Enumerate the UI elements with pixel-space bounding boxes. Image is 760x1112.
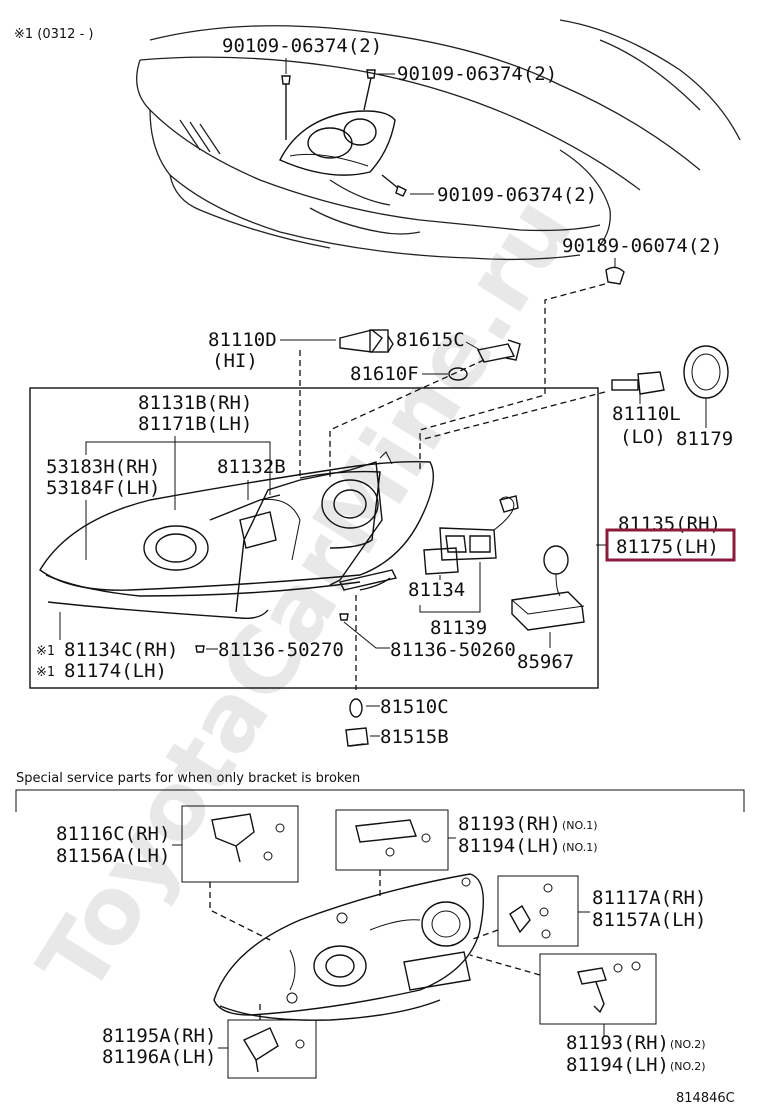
label-part-967: 85967: [517, 651, 574, 673]
label-side-lh: 81175(LH): [616, 536, 719, 558]
screw-icon: [195, 613, 349, 653]
label-screw-a: 90109-06374(2): [222, 35, 382, 57]
label-b193b-rh: 81193(RH): [566, 1032, 669, 1054]
label-no1-b: (NO.1): [562, 841, 598, 854]
bracket-icon: [211, 813, 285, 863]
bracket-icon: [242, 1027, 305, 1073]
part-box-193: [335, 809, 449, 871]
label-part-134: 81134: [408, 579, 465, 601]
socket-icon: [476, 339, 521, 363]
watermark: ToyotaCarMine.ru: [18, 179, 593, 1011]
label-no2-a: (NO.2): [670, 1038, 706, 1051]
label-screw-c: 90109-06374(2): [437, 184, 597, 206]
car-front-illustration: [136, 19, 741, 261]
lamp-housing-icon: [423, 495, 519, 575]
label-socket-515: 81515B: [380, 726, 449, 748]
label-b156-lh: 81156A(LH): [56, 845, 170, 867]
label-part-139: 81139: [430, 617, 487, 639]
label-bulb-f: 81610F: [350, 363, 419, 385]
label-bulb-lo: 81110L: [612, 403, 681, 425]
bracket-icon: [577, 961, 641, 1014]
label-lens: 81132B: [217, 456, 286, 478]
ballast-icon: [511, 545, 585, 631]
service-section-bracket: [15, 789, 745, 812]
label-cover-rh: 81134C(RH): [64, 639, 178, 661]
bulb-lo-icon: [611, 371, 665, 395]
screw-icon: [281, 69, 625, 285]
label-cap: 81179: [676, 428, 733, 450]
label-screw-260: 81136-50260: [390, 639, 516, 661]
label-bulb-lo-note: (LO): [620, 426, 666, 448]
label-screw-270: 81136-50270: [218, 639, 344, 661]
label-unit-rh: 81131B(RH): [138, 392, 252, 414]
bulb-small-icon: [448, 367, 468, 381]
header-note: ※1 (0312 - ): [14, 27, 93, 42]
label-no1-a: (NO.1): [562, 819, 598, 832]
label-no2-b: (NO.2): [670, 1060, 706, 1073]
socket-515-icon: [345, 727, 369, 747]
label-unit-lh: 81171B(LH): [138, 413, 252, 435]
label-cover-mark-2: ※1: [36, 665, 55, 680]
part-box-116: [181, 805, 299, 883]
bulb-hi-icon: [339, 329, 394, 353]
label-b193-rh: 81193(RH): [458, 813, 561, 835]
label-side-rh: 81135(RH): [618, 513, 721, 535]
label-bulb-hi-note: (HI): [212, 350, 258, 372]
label-clip: 90189-06074(2): [562, 235, 722, 257]
bracket-icon: [509, 883, 553, 939]
highlight-box: [605, 528, 736, 562]
label-cover-mark-1: ※1: [36, 644, 55, 659]
part-box-193b: [539, 953, 657, 1025]
label-bracket-rh: 53183H(RH): [46, 456, 160, 478]
label-b157-lh: 81157A(LH): [592, 909, 706, 931]
part-box-195: [227, 1019, 317, 1079]
service-headlamp-illustration: [213, 873, 485, 1021]
bulb-510-icon: [349, 698, 363, 718]
label-b196-lh: 81196A(LH): [102, 1046, 216, 1068]
label-socket-c: 81615C: [396, 329, 465, 351]
label-bracket-lh: 53184F(LH): [46, 477, 160, 499]
label-screw-b: 90109-06374(2): [397, 63, 557, 85]
diagram-code: 814846C: [676, 1091, 735, 1106]
label-b194-lh: 81194(LH): [458, 835, 561, 857]
label-bulb-hi: 81110D: [208, 329, 277, 351]
dust-cap-icon: [683, 345, 729, 399]
label-b195-rh: 81195A(RH): [102, 1025, 216, 1047]
part-box-117: [497, 875, 579, 947]
bracket-icon: [355, 819, 431, 857]
label-cover-lh: 81174(LH): [64, 660, 167, 682]
headlamp-assembly-illustration: [39, 451, 434, 620]
label-bulb-510: 81510C: [380, 696, 449, 718]
label-b194b-lh: 81194(LH): [566, 1054, 669, 1076]
assembly-frame: [29, 387, 599, 689]
label-b117-rh: 81117A(RH): [592, 887, 706, 909]
service-section-title: Special service parts for when only brac…: [16, 771, 360, 786]
label-b116-rh: 81116C(RH): [56, 823, 170, 845]
